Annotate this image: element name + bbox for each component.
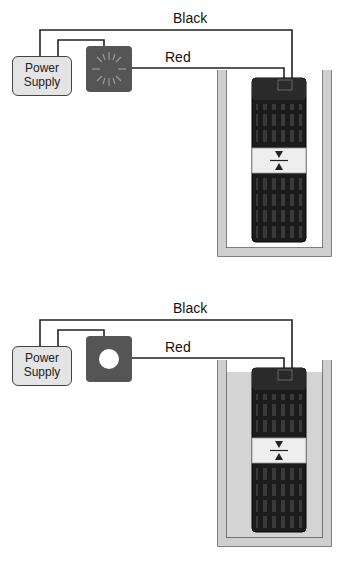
- box-label: Power Supply: [16, 352, 68, 380]
- wire-label: Black: [171, 300, 209, 316]
- box-label: Power Supply: [16, 62, 68, 90]
- lamp-rays: [92, 52, 126, 86]
- lamp-light: [99, 349, 119, 369]
- wire-label: Red: [163, 339, 193, 355]
- float-switch-panel: [40, 30, 331, 256]
- wire-label: Red: [163, 49, 193, 65]
- lamp-on: [86, 336, 132, 382]
- power-supply-box: Power Supply: [12, 346, 72, 386]
- power-supply-box: Power Supply: [12, 56, 72, 96]
- lamp-off: [86, 46, 132, 92]
- float-switch-panel: [40, 320, 331, 546]
- wire-label: Black: [171, 10, 209, 26]
